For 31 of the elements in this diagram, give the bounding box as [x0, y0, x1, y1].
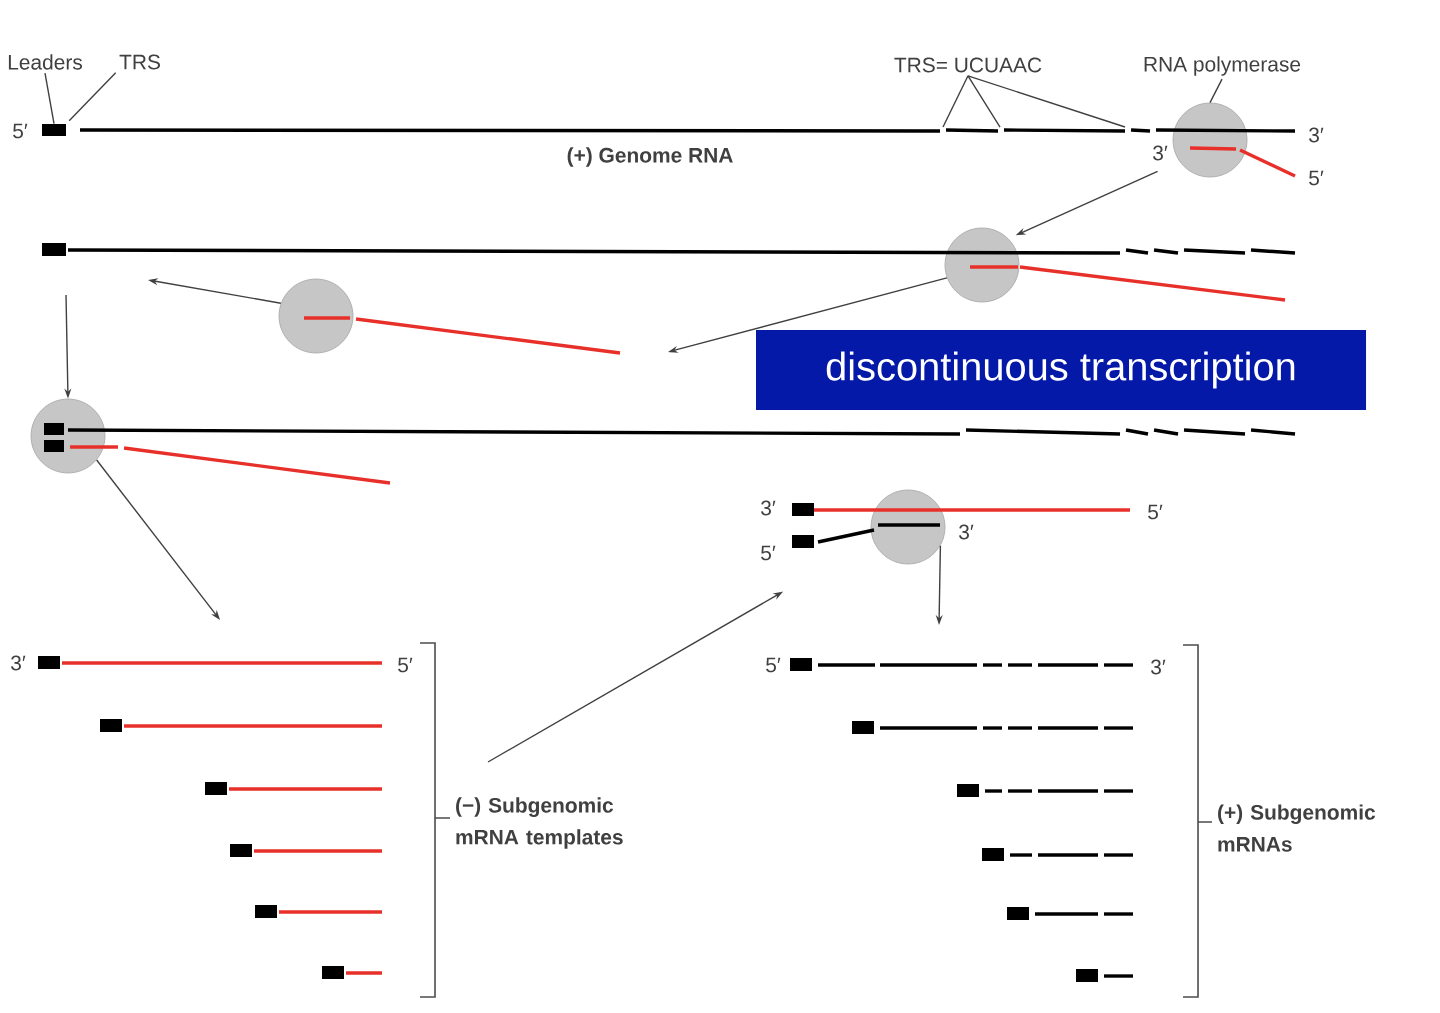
- end-label: 3′: [959, 524, 974, 540]
- end-label: 5′: [1309, 170, 1324, 186]
- label-text: (−) Subgenomic mRNA templates: [456, 797, 623, 849]
- polymerase-circle: [1172, 102, 1248, 178]
- banner: discontinuous transcription: [756, 330, 1366, 410]
- end-label: 3′: [1309, 127, 1324, 143]
- end-label: 5′: [398, 657, 413, 673]
- label-text: TRS: [119, 54, 160, 70]
- leader-line: [967, 75, 1001, 128]
- arrow: [95, 459, 220, 620]
- label-text: RNA polymerase: [1144, 56, 1301, 76]
- polymerase-circle: [870, 489, 946, 565]
- end-label: 5′: [761, 545, 776, 561]
- label-text: TRS= UCUAAC: [894, 57, 1042, 73]
- polymerase-circle: [944, 227, 1020, 303]
- end-label: 3′: [1153, 145, 1168, 161]
- leader-line: [1209, 78, 1223, 104]
- strand-label: (+) Genome RNA: [567, 147, 733, 167]
- polymerase-circle: [278, 278, 354, 354]
- leader-line: [44, 72, 55, 125]
- end-label: 5′: [1148, 504, 1163, 520]
- end-label: 3′: [11, 655, 26, 671]
- leader-line: [967, 75, 1126, 128]
- label-text: Leaders: [8, 54, 82, 70]
- leader-line: [68, 72, 117, 122]
- end-label: 3′: [1151, 659, 1166, 675]
- leader-line: [942, 75, 969, 128]
- end-label: 3′: [761, 500, 776, 516]
- leader-box: [42, 124, 66, 136]
- label-text: (+) Subgenomic mRNAs: [1218, 804, 1376, 852]
- end-label: 5′: [766, 657, 781, 673]
